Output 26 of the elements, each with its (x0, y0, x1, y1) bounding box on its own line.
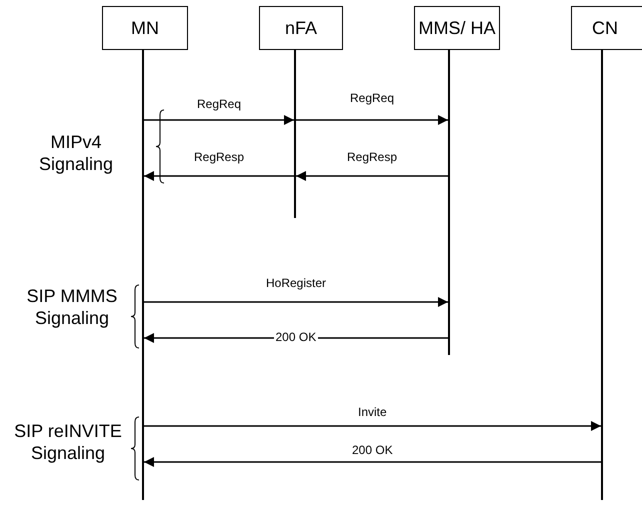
lifeline (601, 49, 603, 500)
edge-label: 200 OK (274, 331, 318, 344)
lifeline (448, 49, 450, 355)
message-arrow (144, 115, 294, 125)
lifeline (294, 49, 296, 218)
lifeline (142, 49, 144, 500)
participant-box: MMS/ HA (414, 6, 500, 50)
edge-label: RegReq (195, 98, 244, 111)
message-arrow (296, 171, 448, 181)
participant-box: nFA (259, 6, 343, 50)
edge-label: HoRegister (264, 277, 328, 290)
edge-label: RegResp (345, 151, 400, 164)
phase-label: SIP MMMS Signaling (26, 285, 118, 329)
message-arrow (144, 457, 601, 467)
participant-box: MN (102, 6, 188, 50)
message-arrow (144, 421, 601, 431)
participant-box: CN (571, 6, 642, 50)
message-arrow (296, 115, 448, 125)
phase-label: MIPv4 Signaling (38, 131, 114, 175)
phase-label: SIP reINVITE Signaling (13, 420, 123, 464)
message-arrow (144, 171, 294, 181)
edge-label: 200 OK (350, 444, 395, 457)
message-arrow (144, 297, 448, 307)
edge-label: RegReq (348, 92, 396, 105)
edge-label: RegResp (192, 151, 246, 164)
edge-label: Invite (356, 406, 389, 419)
